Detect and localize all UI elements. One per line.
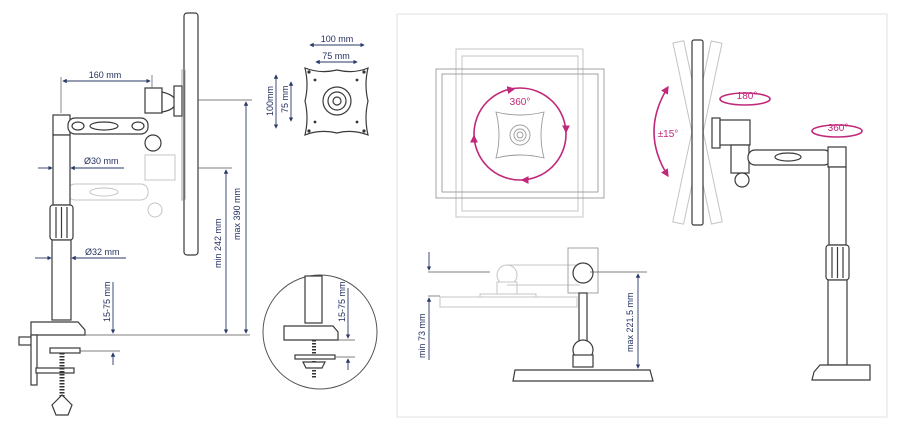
desk-thickness-label: 15-75 mm — [102, 281, 112, 322]
tilt-arc — [653, 85, 669, 178]
vesa-100-width-label: 100 mm — [321, 34, 354, 44]
vesa-75-height-label: 75 mm — [280, 85, 290, 113]
vesa-75-width-label: 75 mm — [322, 51, 350, 61]
tilt-knob — [173, 85, 183, 117]
min-arm-height-label: min 73 mm — [417, 313, 427, 358]
tilt-swivel-view: ±15° 180° 360° — [653, 39, 871, 381]
side-view-dimensions: 160 mm Ø30 mm Ø32 mm 15-75 mm min 242 mm… — [35, 70, 252, 365]
tilt-label: ±15° — [658, 129, 679, 140]
clamp-detail-inset: 15-75 mm — [262, 274, 378, 390]
vesa-plate-diagram: 100 mm 75 mm 100mm 75 mm — [265, 34, 369, 136]
max-arm-height-label: max 221.5 mm — [625, 292, 635, 352]
head-swivel-label: 180° — [737, 91, 758, 102]
clamp-handle — [51, 394, 73, 416]
arm-swivel-arc — [811, 124, 863, 138]
right-panel-frame — [396, 13, 888, 418]
tilt-head — [144, 87, 163, 114]
max-height-label: max 390 mm — [232, 188, 242, 240]
rotation-circle — [473, 87, 567, 181]
wing-nut — [302, 361, 326, 369]
lower-pole-diameter-label: Ø32 mm — [85, 247, 120, 257]
monitor-profile — [183, 12, 199, 256]
front-view-rotation: 360° — [435, 48, 605, 218]
lower-pole — [51, 239, 72, 321]
ghost-arm-lower — [67, 154, 176, 218]
upper-pole — [52, 134, 71, 206]
clamp-pad — [49, 347, 81, 354]
arm-lock-knob — [144, 134, 162, 152]
rotation-label: 360° — [510, 97, 531, 108]
desk-base-plate — [512, 369, 654, 382]
arm-height-view: min 73 mm max 221.5 mm — [417, 247, 654, 382]
tilt-view-base — [811, 364, 871, 381]
min-height-label: min 242 mm — [213, 218, 223, 268]
clamp-base-detail — [283, 325, 339, 341]
vesa-100-height-label: 100mm — [265, 86, 275, 116]
clamp-jaw — [30, 334, 38, 386]
arm-length-label: 160 mm — [89, 70, 122, 80]
side-view-mount — [18, 12, 250, 416]
tilt-monitor-profile — [691, 39, 704, 226]
detail-desk-thickness-label: 15-75 mm — [337, 281, 347, 322]
upper-pole-diameter-label: Ø30 mm — [84, 156, 119, 166]
tilt-view-upper-pole — [828, 166, 847, 246]
clamp-base — [30, 321, 86, 336]
arm-swivel-label: 360° — [828, 123, 849, 134]
monitor-plate — [181, 69, 186, 201]
head-swivel-arc — [719, 92, 771, 106]
